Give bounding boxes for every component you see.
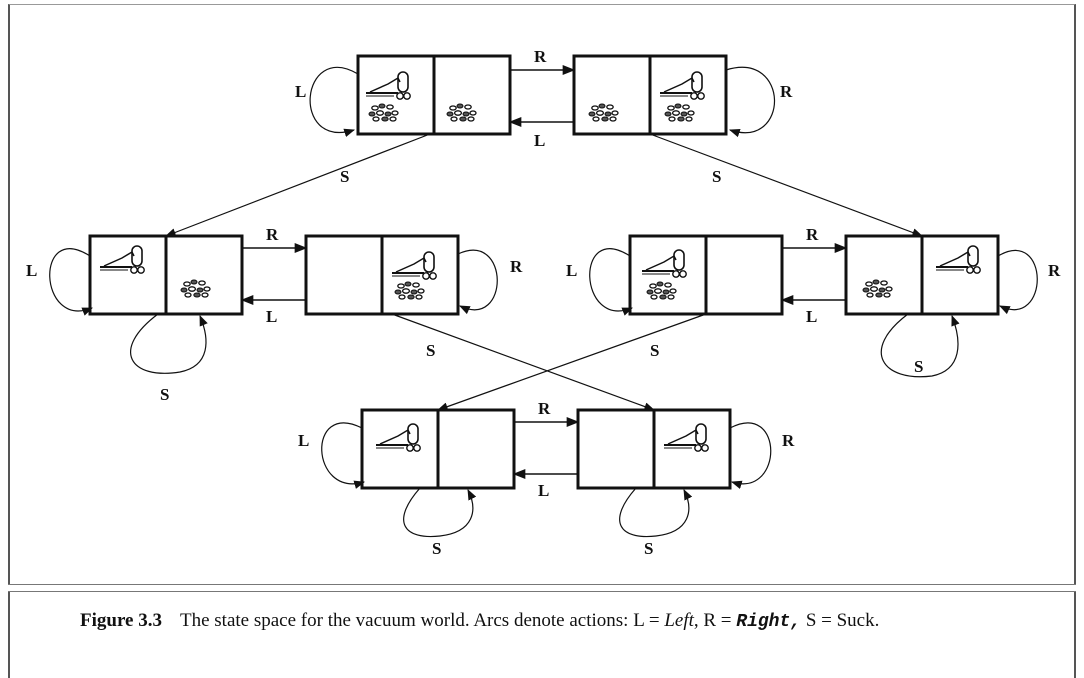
arc-label: R [780, 82, 793, 101]
arc-label: L [806, 307, 817, 326]
caption-text: S = Suck. [801, 610, 880, 631]
vacuum-icon [375, 423, 422, 453]
arc-label: L [26, 261, 37, 280]
figure-label: Figure 3.3 [80, 610, 162, 631]
arc-label: S [712, 167, 721, 186]
self-loop-right [457, 249, 498, 315]
self-loop-suck [130, 313, 208, 374]
vacuum-icon [659, 71, 706, 101]
arc-label: L [298, 431, 309, 450]
state-1 [356, 54, 512, 136]
arc-label: R [534, 47, 547, 66]
dirt-icon [588, 103, 619, 122]
dirt-icon [368, 103, 399, 122]
state-8 [576, 408, 732, 490]
arc-label: L [295, 82, 306, 101]
vacuum-state-space-diagram: R L L R S S R L L R S S R L L R S S R L … [26, 47, 1061, 558]
arc-label: L [538, 481, 549, 500]
dirt-icon [394, 281, 425, 300]
self-loop-left [309, 66, 359, 138]
arc-suck [436, 313, 707, 411]
self-loop-right [729, 422, 772, 489]
caption-separator [8, 584, 1076, 592]
self-loop-left [49, 248, 94, 316]
arc-label: L [266, 307, 277, 326]
arc-label: S [432, 539, 441, 558]
arc-label: R [510, 257, 523, 276]
arc-label: S [426, 341, 435, 360]
caption-text: The state space for the vacuum world. Ar… [179, 610, 665, 631]
arc-label: S [340, 167, 349, 186]
arc-label: L [566, 261, 577, 280]
dirt-icon [862, 279, 893, 298]
vacuum-icon [99, 245, 146, 275]
arc-label: S [650, 341, 659, 360]
arc-suck [391, 313, 656, 411]
state-3 [88, 234, 244, 316]
self-loop-right [997, 249, 1038, 315]
state-2 [572, 54, 728, 136]
self-loop-suck [619, 487, 693, 538]
vacuum-icon [391, 251, 438, 281]
arc-label: R [266, 225, 279, 244]
arc-label: L [534, 131, 545, 150]
figure-frame [8, 4, 1076, 584]
state-7 [360, 408, 516, 490]
dirt-icon [446, 103, 477, 122]
arc-label: R [1048, 261, 1061, 280]
arc-suck [164, 133, 431, 237]
arc-suck [649, 133, 924, 237]
dirt-icon [180, 279, 211, 298]
vacuum-icon [365, 71, 412, 101]
caption-right-word: Right, [736, 612, 802, 632]
caption-frame [8, 592, 1076, 678]
vacuum-icon [663, 423, 710, 453]
self-loop-right [725, 66, 776, 138]
arc-label: S [160, 385, 169, 404]
self-loop-left [589, 248, 634, 316]
arc-label: R [782, 431, 795, 450]
self-loop-left [321, 422, 366, 489]
self-loop-suck [403, 487, 477, 538]
state-4 [304, 234, 460, 316]
arc-label: S [644, 539, 653, 558]
self-loop-suck [880, 313, 960, 378]
state-6 [844, 234, 1000, 316]
figure-caption: Figure 3.3 The state space for the vacuum… [80, 606, 1040, 637]
dirt-icon [664, 103, 695, 122]
vacuum-icon [935, 245, 982, 275]
arc-label: R [806, 225, 819, 244]
vacuum-icon [641, 249, 688, 279]
arc-label: S [914, 357, 923, 376]
dirt-icon [646, 281, 677, 300]
arc-label: R [538, 399, 551, 418]
caption-left-word: Left [664, 610, 694, 631]
state-5 [628, 234, 784, 316]
caption-text: , R = [693, 610, 737, 631]
